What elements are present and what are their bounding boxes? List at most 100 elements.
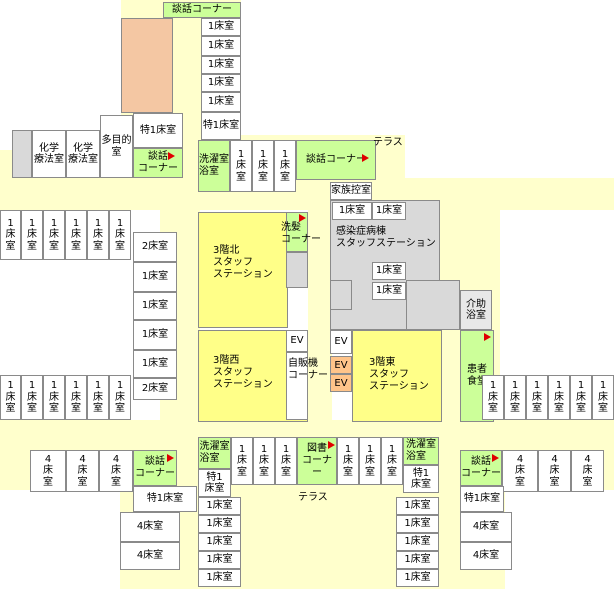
west-bed-a2: 1 床 室 (21, 210, 43, 260)
top-room-5-label: 1床室 (207, 96, 235, 108)
lounge-sw: 談話 コーナー (133, 450, 177, 486)
sce-bed-2: 1床室 (396, 515, 439, 533)
vending-label: 自販機 コーナー (288, 358, 328, 381)
west-bed-a3-label: 1 床 室 (49, 217, 59, 252)
west-service-room (12, 130, 32, 178)
se-bed4-4-label: 4床室 (472, 521, 500, 533)
sce-bed-1: 1床室 (396, 497, 439, 515)
top-room-3-label: 1床室 (207, 59, 235, 71)
west-col-3-label: 1床室 (141, 300, 169, 312)
ev-east-1-label: EV (334, 336, 348, 348)
sw-bed4-5: 4床室 (120, 542, 180, 570)
ev-west: EV (286, 330, 308, 352)
sce-bed-2-label: 1床室 (404, 518, 431, 530)
sc-special-east: 特1 床室 (403, 465, 439, 493)
sw-special: 特1床室 (133, 486, 197, 512)
sw-special-label: 特1床室 (146, 493, 184, 505)
infection-service-1 (330, 280, 352, 310)
west-col-6-label: 2床室 (141, 383, 169, 395)
scw-bed-1-label: 1床室 (206, 500, 233, 512)
top-special-left-label: 特1床室 (139, 124, 177, 136)
west-bed-b4-label: 1 床 室 (71, 380, 81, 415)
north-bed-2: 1 床 室 (252, 140, 274, 192)
ev-east-3: EV (330, 356, 352, 374)
corridor-inner-center (308, 205, 332, 420)
top-room-4-label: 1床室 (207, 77, 235, 89)
west-bed-b5: 1 床 室 (87, 375, 109, 420)
lounge-top-label: 談話コーナー (172, 4, 232, 15)
chemo-room-1: 化学 療法室 (32, 130, 66, 178)
east-station: 3階東 スタッフ ステーション (352, 330, 442, 422)
multipurpose-room-label: 多目的 室 (101, 135, 132, 158)
top-room-3: 1床室 (201, 56, 241, 74)
sc-bed-4-label: 1 床 室 (343, 443, 353, 478)
east-bed-1: 1 床 室 (482, 375, 504, 420)
west-bed-b1-label: 1 床 室 (5, 380, 16, 415)
west-col-4: 1床室 (133, 320, 177, 350)
se-bed4-5: 4床室 (460, 542, 512, 570)
patient-dining-label: 患者 食堂 (467, 364, 487, 387)
east-bed-2-label: 1 床 室 (510, 380, 520, 415)
west-col-3: 1床室 (133, 292, 177, 320)
top-room-2-label: 1床室 (207, 40, 235, 52)
se-bed4-5-label: 4床室 (472, 550, 500, 562)
infection-station-label: 感染症病棟 スタッフステーション (336, 226, 436, 249)
lounge-north-label: 談話コーナー (306, 154, 366, 165)
east-bed-4: 1 床 室 (548, 375, 570, 420)
sce-bed-1-label: 1床室 (404, 500, 431, 512)
ev-west-label: EV (290, 335, 304, 347)
lounge-left-upper: 談話 コーナー (133, 148, 183, 178)
infection-bed-1-label: 1床室 (338, 205, 366, 217)
se-bed4-1: 4 床 室 (502, 450, 538, 492)
north-bed-3-label: 1 床 室 (280, 148, 290, 183)
scw-bed-3: 1床室 (198, 533, 241, 551)
sc-bed-3-label: 1 床 室 (281, 443, 291, 478)
north-bed-2-label: 1 床 室 (258, 148, 268, 183)
se-bed4-3-label: 4 床 室 (582, 453, 593, 488)
sc-bed-1: 1 床 室 (231, 437, 253, 485)
se-bed4-3: 4 床 室 (571, 450, 604, 492)
hair-wash-marker (299, 214, 306, 222)
west-bed-a2-label: 1 床 室 (27, 217, 37, 252)
sw-bed4-5-label: 4床室 (136, 550, 164, 562)
top-room-4: 1床室 (201, 74, 241, 92)
se-bed4-2-label: 4 床 室 (549, 453, 560, 488)
se-special-label: 特1床室 (463, 493, 501, 505)
west-bed-a5: 1 床 室 (87, 210, 109, 260)
scw-bed-2-label: 1床室 (206, 518, 233, 530)
west-bed-b2-label: 1 床 室 (27, 380, 37, 415)
sw-bed4-4-label: 4床室 (136, 521, 164, 533)
sc-special-west: 特1 床室 (198, 469, 231, 497)
ev-east-3-label: EV (334, 359, 348, 371)
west-bed-b6-label: 1 床 室 (115, 380, 125, 415)
west-col-5-label: 1床室 (141, 358, 169, 370)
sce-bed-4-label: 1床室 (404, 554, 431, 566)
west-bed-b4: 1 床 室 (65, 375, 87, 420)
west-bed-b5-label: 1 床 室 (93, 380, 103, 415)
family-room-label: 家族控室 (331, 185, 371, 197)
sc-bed-5: 1 床 室 (359, 437, 381, 485)
sc-bed-2: 1 床 室 (253, 437, 275, 485)
top-room-2: 1床室 (201, 36, 241, 56)
east-bed-3-label: 1 床 室 (532, 380, 542, 415)
sc-bed-6: 1 床 室 (381, 437, 403, 485)
west-bed-a5-label: 1 床 室 (93, 217, 103, 252)
east-bed-2: 1 床 室 (504, 375, 526, 420)
laundry-bath-south-west-label: 洗濯室 浴室 (199, 441, 230, 464)
patient-dining-marker (484, 333, 491, 341)
infection-bed-2-label: 1床室 (375, 205, 403, 217)
ev-east-4-label: EV (334, 377, 348, 389)
east-bed-5: 1 床 室 (570, 375, 592, 420)
scw-bed-1: 1床室 (198, 497, 241, 515)
library-marker (328, 441, 335, 449)
scw-bed-4-label: 1床室 (206, 554, 233, 566)
west-bed-a4: 1 床 室 (65, 210, 87, 260)
west-station-label: 3階西 スタッフ ステーション (213, 355, 273, 390)
sw-bed4-2: 4 床 室 (66, 450, 99, 492)
multipurpose-room: 多目的 室 (100, 115, 133, 178)
west-bed-a1-label: 1 床 室 (5, 217, 16, 252)
scw-bed-4: 1床室 (198, 551, 241, 569)
sce-bed-4: 1床室 (396, 551, 439, 569)
sce-bed-3-label: 1床室 (404, 536, 431, 548)
